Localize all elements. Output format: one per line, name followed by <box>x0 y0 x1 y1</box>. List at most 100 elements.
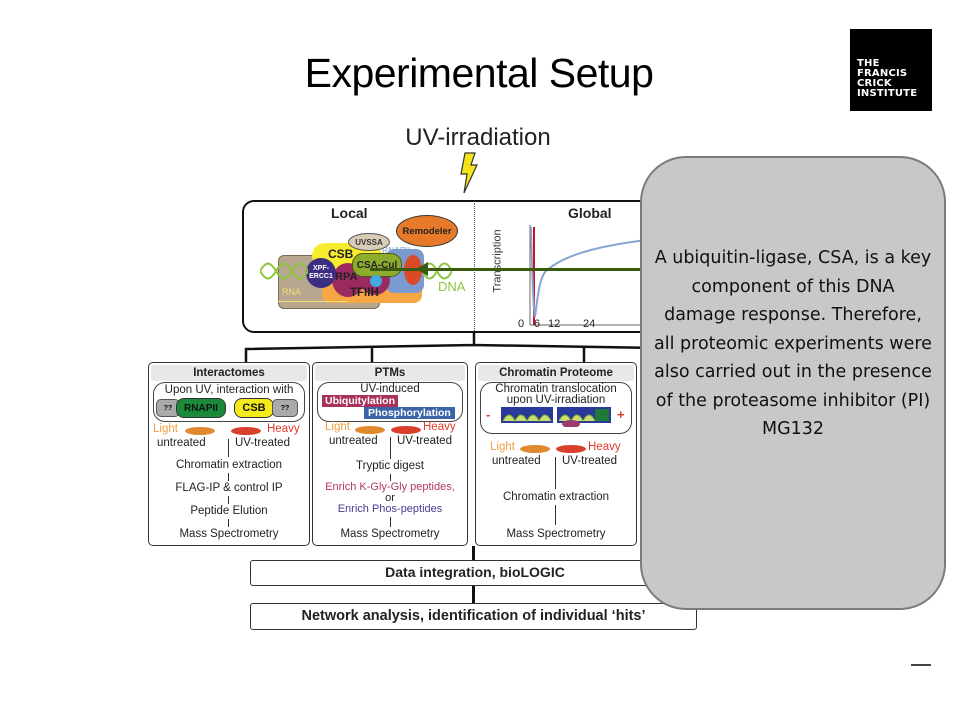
remodeler-blob: Remodeler <box>396 215 458 247</box>
flow-arrow <box>390 474 391 481</box>
rnapii-label: RNAPII <box>382 245 411 255</box>
uvssa-blob: UVSSA <box>348 233 390 251</box>
slide-title-text: Experimental Setup <box>304 50 654 96</box>
flow-arrow <box>228 496 229 504</box>
transcription-axis-label-wrap: Transcription <box>491 225 514 305</box>
light-label: Light <box>153 423 178 435</box>
untreated-label: untreated <box>492 455 541 467</box>
flow-arrow <box>555 457 556 489</box>
step-or: or <box>385 492 395 504</box>
step: FLAG-IP & control IP <box>175 482 283 494</box>
tcr-complex-illustration: RNA RNAPII CSB RPA XPF-ERCC1 CSA-Cul TFI… <box>240 215 480 325</box>
callout-pointer-arrowhead-icon <box>416 262 428 276</box>
light-dish-icon <box>185 427 215 435</box>
rna-strand <box>278 301 348 302</box>
untreated-label: untreated <box>329 435 378 447</box>
minus-sign: - <box>486 407 491 422</box>
connector-to-network <box>472 586 475 603</box>
nucleosome-illustration <box>501 407 611 427</box>
panel-divider <box>474 203 475 331</box>
untreated-label: untreated <box>157 437 206 449</box>
global-label: Global <box>568 205 612 221</box>
ubiquitylation-tag: Ubiquitylation <box>322 395 398 407</box>
interactomes-title: Interactomes <box>151 365 307 381</box>
data-integration-box: Data integration, bioLOGIC <box>250 560 700 586</box>
network-analysis-box: Network analysis, identification of indi… <box>250 603 697 630</box>
step: Mass Spectrometry <box>179 528 279 540</box>
x-tick-0: 0 <box>518 318 525 330</box>
heavy-dish-icon <box>556 445 586 453</box>
csb-label: CSB <box>328 247 354 261</box>
step-kgg: Enrich K-Gly-Gly peptides, <box>325 481 455 493</box>
treated-label: UV-treated <box>562 455 617 467</box>
rna-label: RNA <box>282 287 302 297</box>
phosphorylation-tag: Phosphorylation <box>364 407 455 419</box>
heavy-dish-icon <box>391 426 421 434</box>
heavy-label: Heavy <box>588 441 621 453</box>
tfiih-label: TFIIH <box>350 287 379 299</box>
chromatin-proteome-panel: Chromatin Proteome Chromatin translocati… <box>475 362 637 546</box>
blue-subunit <box>370 275 382 287</box>
callout-pointer-line <box>370 268 642 271</box>
x-tick-6: 6 <box>534 318 541 330</box>
transcription-axis-label: Transcription <box>491 229 504 293</box>
translocation-box: Chromatin translocation upon UV-irradiat… <box>480 382 632 434</box>
local-label: Local <box>331 205 368 221</box>
rpa-label: RPA <box>335 271 358 283</box>
flow-arrow <box>228 519 229 527</box>
dna-label: DNA <box>438 279 466 294</box>
step: Peptide Elution <box>190 505 268 517</box>
flow-arrow <box>228 439 229 457</box>
page-marker <box>911 664 931 666</box>
translocation-title-1: Chromatin translocation <box>495 383 617 395</box>
transcription-curve <box>530 226 646 318</box>
interactomes-panel: Interactomes Upon UV, interaction with ?… <box>148 362 310 546</box>
csb-chip: CSB <box>234 398 274 418</box>
flow-arrow <box>555 505 556 525</box>
step: Tryptic digest <box>356 460 424 472</box>
dna-helix-left-icon <box>260 262 308 280</box>
connector-to-integration <box>472 546 475 560</box>
slide-title: Experimental Setup <box>0 50 960 97</box>
translocation-title-2: upon UV-irradiation <box>506 394 606 406</box>
francis-crick-logo: THE FRANCIS CRICK INSTITUTE <box>850 29 932 111</box>
lightning-bolt-icon <box>460 152 478 194</box>
x-tick-24: 24 <box>583 318 596 330</box>
step: Chromatin extraction <box>175 459 283 471</box>
ptms-panel: PTMs UV-induced Ubiquitylation Phosphory… <box>312 362 468 546</box>
heavy-dish-icon <box>231 427 261 435</box>
chromatin-proteome-title: Chromatin Proteome <box>478 365 634 381</box>
callout-text: A ubiquitin-ligase, CSA, is a key compon… <box>654 248 932 439</box>
logo-line: CRICK <box>857 78 892 89</box>
flow-arrow <box>390 517 391 527</box>
light-label: Light <box>325 421 350 433</box>
light-dish-icon <box>355 426 385 434</box>
xpf-ercc1-blob: XPF-ERCC1 <box>306 258 336 288</box>
step: Mass Spectrometry <box>340 528 440 540</box>
logo-line: FRANCIS <box>857 68 908 79</box>
logo-line: INSTITUTE <box>857 88 918 99</box>
flow-arrow <box>228 473 229 481</box>
csa-callout: A ubiquitin-ligase, CSA, is a key compon… <box>640 156 946 610</box>
treated-label: UV-treated <box>397 435 452 447</box>
step-phos: Enrich Phos-peptides <box>337 503 443 515</box>
light-dish-icon <box>520 445 550 453</box>
light-label: Light <box>490 441 515 453</box>
logo-line: THE <box>857 58 880 69</box>
branch-connectors <box>244 332 660 362</box>
heavy-label: Heavy <box>423 421 456 433</box>
step: Chromatin extraction <box>502 491 610 503</box>
uv-induced-title: UV-induced <box>360 383 420 395</box>
plus-sign: + <box>617 407 625 422</box>
interaction-box: Upon UV, interaction with ?? RNAPII CSB … <box>153 382 305 422</box>
x-tick-12: 12 <box>548 318 561 330</box>
uv-induced-box: UV-induced Ubiquitylation Phosphorylatio… <box>317 382 463 422</box>
flow-arrow <box>390 437 391 459</box>
ptms-title: PTMs <box>315 365 465 381</box>
unknown-chip: ?? <box>272 399 298 417</box>
rnapii-chip: RNAPII <box>176 398 226 418</box>
csa-cul-blob: CSA-Cul <box>352 253 402 277</box>
uv-irradiation-label: UV-irradiation <box>405 124 551 151</box>
treated-label: UV-treated <box>235 437 290 449</box>
step: Mass Spectrometry <box>506 528 606 540</box>
